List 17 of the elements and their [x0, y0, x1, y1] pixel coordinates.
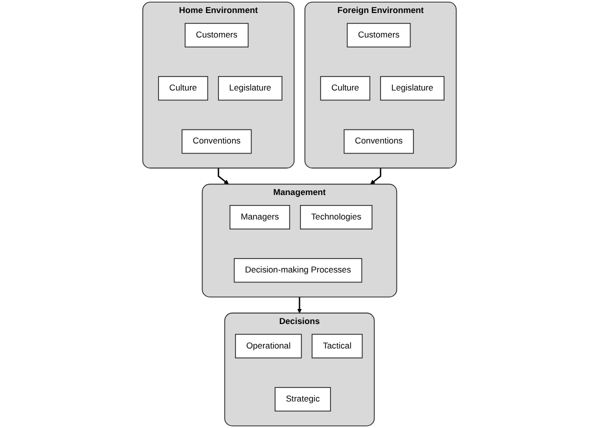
node-box: Strategic — [274, 387, 331, 412]
node-box: Tactical — [312, 334, 363, 358]
node-box: Managers — [230, 205, 290, 230]
node-box: Conventions — [182, 129, 252, 154]
node-box: Customers — [346, 22, 411, 48]
node-box: Legislature — [380, 76, 444, 101]
node-box: Legislature — [218, 76, 282, 101]
arrow — [370, 168, 382, 184]
node-box: Conventions — [344, 129, 414, 154]
node-box: Technologies — [300, 205, 372, 230]
node-box: Culture — [158, 76, 208, 101]
node-box: Decision-making Processes — [234, 258, 362, 283]
arrow — [297, 296, 302, 314]
node-box: Culture — [320, 76, 370, 101]
arrow — [218, 168, 229, 184]
node-box: Operational — [235, 334, 302, 358]
node-box: Customers — [184, 22, 249, 48]
